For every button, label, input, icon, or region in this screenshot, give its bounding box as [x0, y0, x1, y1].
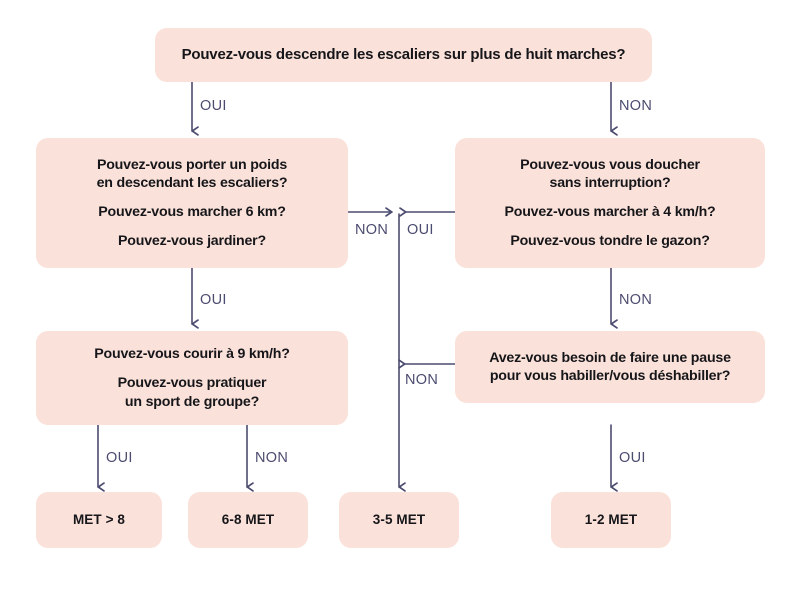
- edge-label-left-low-to-met-6-8: NON: [255, 450, 289, 466]
- node-right-mid-para-3: Pouvez-vous tondre le gazon?: [510, 232, 710, 250]
- node-left-mid-line-4: Pouvez-vous jardiner?: [118, 233, 266, 250]
- node-left-mid-question[interactable]: Pouvez-vous porter un poids en descendan…: [36, 138, 348, 268]
- node-left-mid-line-1: Pouvez-vous porter un poids: [96, 156, 288, 173]
- node-met-3-5[interactable]: 3-5 MET: [339, 492, 459, 548]
- node-met-3-5-label: 3-5 MET: [372, 512, 426, 528]
- node-right-low-line-1: Avez-vous besoin de faire une pause: [489, 349, 731, 366]
- node-left-low-para-2: Pouvez-vous pratiquer un sport de groupe…: [118, 374, 267, 410]
- node-left-low-line-1: Pouvez-vous courir à 9 km/h?: [94, 346, 290, 363]
- node-right-mid-line-3: Pouvez-vous marcher à 4 km/h?: [504, 204, 716, 220]
- edge-label-left-mid-to-left-low: OUI: [200, 292, 227, 308]
- node-met-1-2[interactable]: 1-2 MET: [551, 492, 671, 548]
- node-right-mid-line-4: Pouvez-vous tondre le gazon?: [510, 233, 710, 250]
- edge-label-right-low-to-met-1-2: OUI: [619, 450, 646, 466]
- edge-label-left-low-to-met-8plus: OUI: [106, 450, 133, 466]
- node-left-low-para-1: Pouvez-vous courir à 9 km/h?: [94, 345, 290, 363]
- node-left-low-question[interactable]: Pouvez-vous courir à 9 km/h? Pouvez-vous…: [36, 331, 348, 425]
- node-right-mid-line-1: Pouvez-vous vous doucher: [520, 156, 700, 173]
- node-root-question[interactable]: Pouvez-vous descendre les escaliers sur …: [155, 28, 652, 82]
- edge-label-root-to-right-mid: NON: [619, 98, 653, 114]
- edge-label-left-mid-to-junction: NON: [355, 222, 389, 238]
- node-root-line-1: Pouvez-vous descendre les escaliers sur …: [181, 46, 626, 64]
- node-right-low-question[interactable]: Avez-vous besoin de faire une pause pour…: [455, 331, 765, 403]
- edge-label-right-mid-to-right-low: NON: [619, 292, 653, 308]
- node-met-6-8-label: 6-8 MET: [221, 512, 275, 528]
- node-left-mid-line-2: en descendant les escaliers?: [96, 174, 288, 191]
- node-right-low-line-2: pour vous habiller/vous déshabiller?: [489, 368, 731, 384]
- edge-label-right-mid-to-junction: OUI: [407, 222, 434, 238]
- node-left-mid-para-2: Pouvez-vous marcher 6 km?: [98, 203, 286, 221]
- node-left-low-line-2: Pouvez-vous pratiquer: [117, 375, 267, 392]
- node-left-mid-para-1: Pouvez-vous porter un poids en descendan…: [97, 156, 288, 192]
- node-right-mid-line-2: sans interruption?: [549, 174, 671, 191]
- node-left-mid-line-3: Pouvez-vous marcher 6 km?: [98, 204, 286, 220]
- node-met-8plus-label: MET > 8: [72, 512, 126, 528]
- edge-label-root-to-left-mid: OUI: [200, 98, 227, 114]
- node-right-mid-para-2: Pouvez-vous marcher à 4 km/h?: [504, 203, 715, 221]
- node-left-low-line-3: un sport de groupe?: [124, 393, 260, 410]
- edge-label-right-low-to-junction: NON: [405, 372, 439, 388]
- node-left-mid-para-3: Pouvez-vous jardiner?: [118, 232, 266, 250]
- node-met-1-2-label: 1-2 MET: [584, 512, 638, 528]
- node-right-low-para-1: Avez-vous besoin de faire une pause pour…: [489, 349, 731, 385]
- node-right-mid-para-1: Pouvez-vous vous doucher sans interrupti…: [520, 156, 700, 192]
- node-right-mid-question[interactable]: Pouvez-vous vous doucher sans interrupti…: [455, 138, 765, 268]
- node-met-8plus[interactable]: MET > 8: [36, 492, 162, 548]
- node-met-6-8[interactable]: 6-8 MET: [188, 492, 308, 548]
